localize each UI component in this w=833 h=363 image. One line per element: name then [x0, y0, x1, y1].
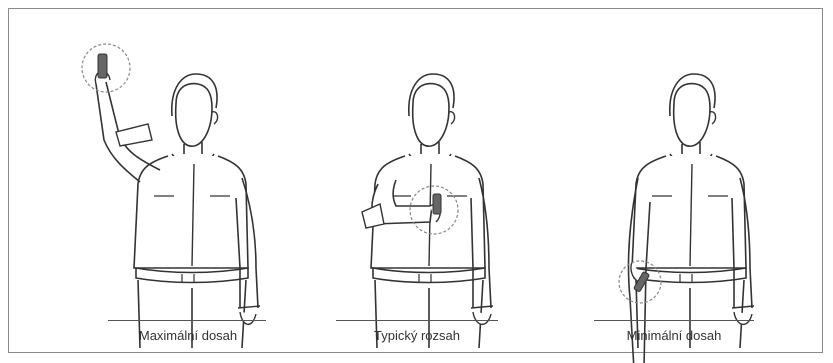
- caption-max-reach: Maximální dosah: [88, 328, 288, 343]
- baseline-max: [108, 320, 266, 321]
- baseline-typical: [336, 320, 498, 321]
- figure-typical-range: [362, 74, 493, 348]
- figure-max-reach: [82, 44, 260, 348]
- person-max-reach: [134, 74, 260, 348]
- caption-typical-range: Typický rozsah: [317, 328, 517, 343]
- caption-min-reach: Minimální dosah: [574, 328, 774, 343]
- baseline-min: [594, 320, 754, 321]
